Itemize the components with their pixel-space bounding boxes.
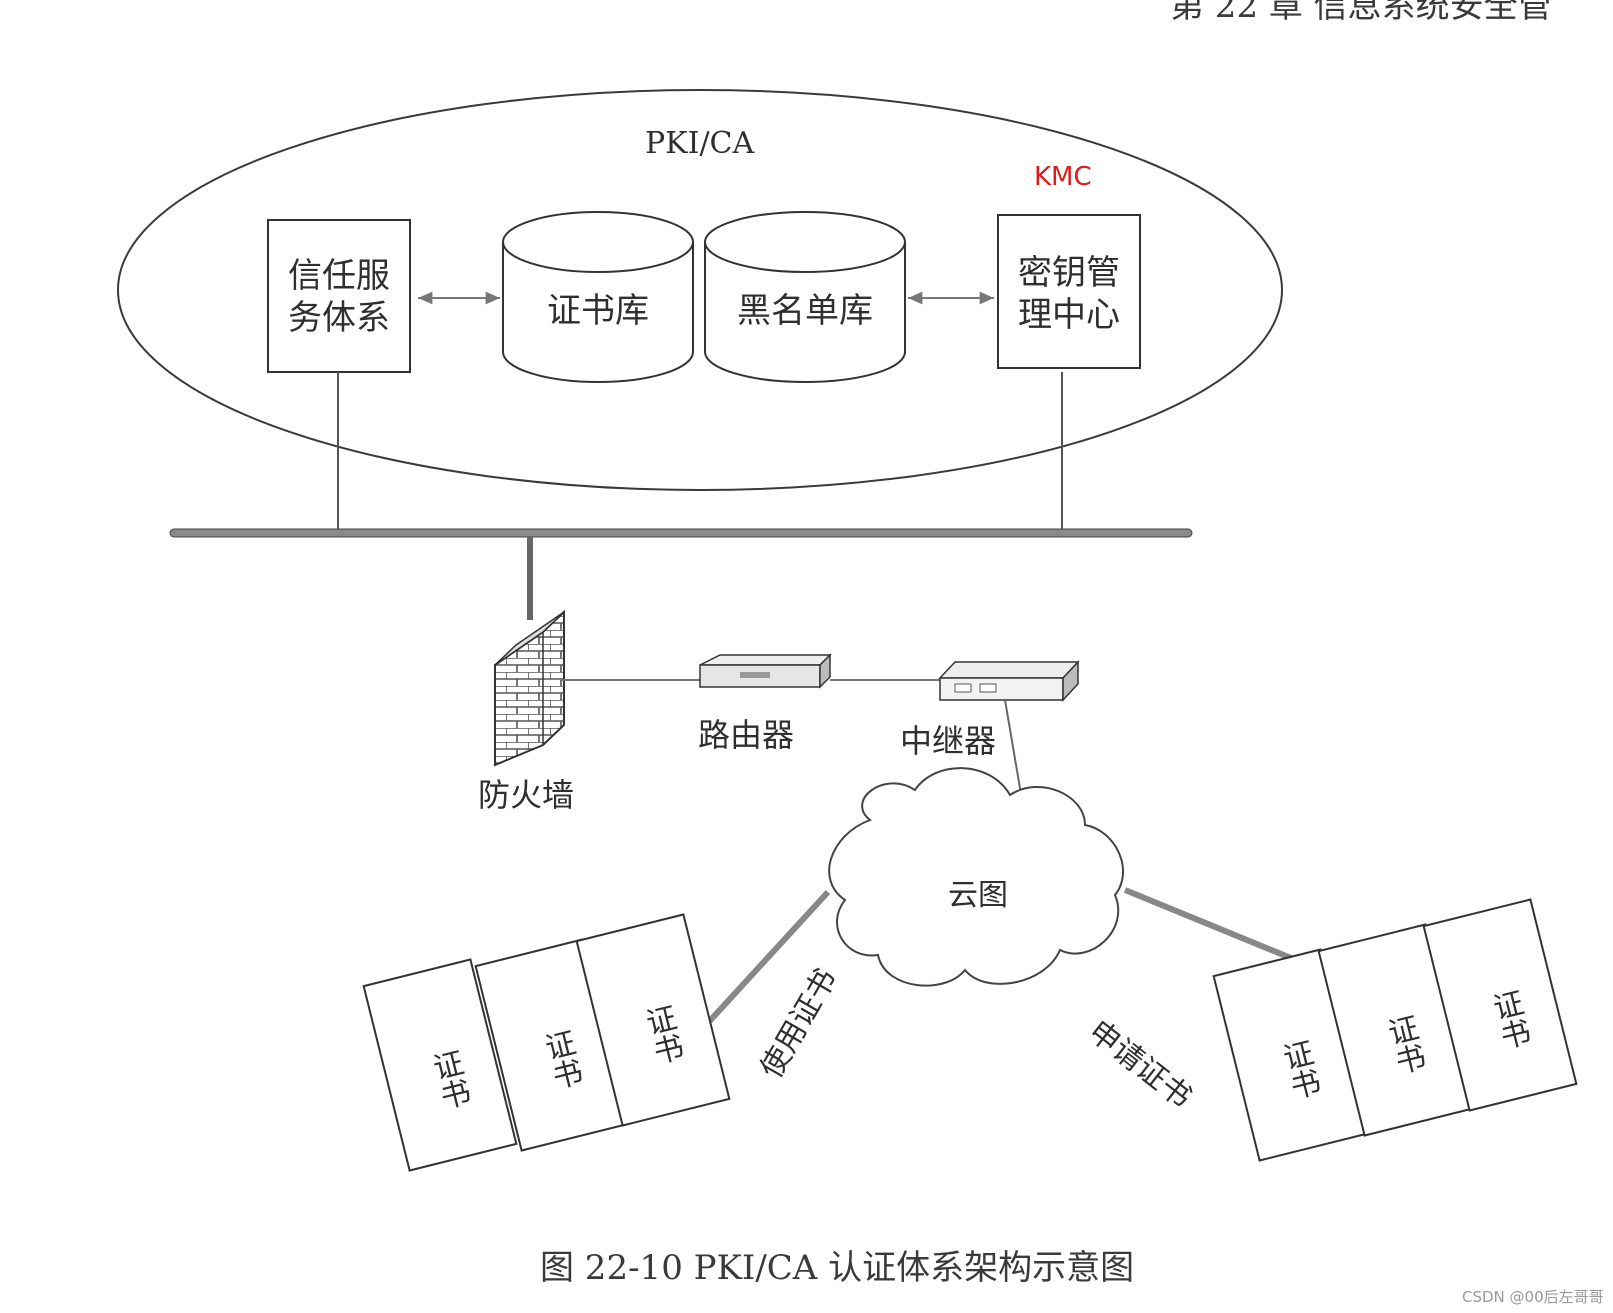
key-management-label: 密钥管 理中心: [1018, 253, 1120, 335]
blacklist-repository-cylinder: [704, 211, 906, 383]
figure-caption: 图 22-10 PKI/CA 认证体系架构示意图: [540, 1248, 1135, 1288]
left-cert-page-1: [362, 958, 518, 1172]
pki-ca-boundary: [117, 89, 1283, 491]
repeater-shape: [938, 660, 1080, 702]
repeater-label: 中继器: [900, 722, 997, 760]
pki-ca-label: PKI/CA: [645, 126, 755, 161]
cloud-label: 云图: [948, 878, 1008, 913]
cert-repository-cylinder: [502, 211, 694, 383]
cloud-shape: [828, 767, 1125, 987]
cloud-left-link: [703, 889, 831, 1028]
key-management-box: [997, 214, 1141, 369]
kmc-annotation: KMC: [1034, 162, 1092, 192]
right-cert-page-3: [1422, 898, 1578, 1112]
network-bus: [169, 528, 1193, 538]
header-fragment: 第 22 章 信息系统安全管: [1170, 0, 1552, 26]
cloud-right-link: [1123, 887, 1310, 968]
repeater-cloud-link: [1004, 699, 1023, 801]
firewall-label: 防火墙: [478, 776, 575, 814]
csdn-watermark: CSDN @00后左哥哥: [1462, 1288, 1604, 1306]
left-cert-page-3: [575, 913, 731, 1127]
firewall-shape: [494, 609, 565, 767]
router-label: 路由器: [698, 716, 795, 754]
router-shape: [699, 653, 832, 689]
trust-service-label: 信任服 务体系: [288, 256, 390, 338]
blacklist-repository-label: 黑名单库: [737, 291, 873, 331]
cert-repository-label: 证书库: [547, 291, 649, 331]
